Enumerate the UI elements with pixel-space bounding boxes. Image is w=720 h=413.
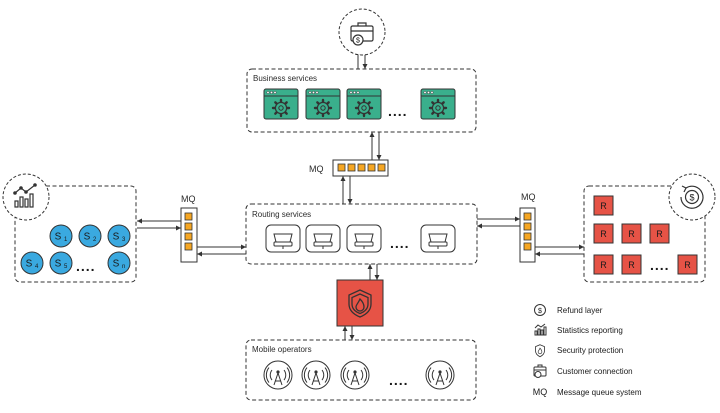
legend-icon-briefcase [533, 364, 547, 378]
router-node [346, 224, 382, 253]
left-message-queue: MQ [180, 194, 198, 263]
svg-text:$: $ [689, 193, 694, 203]
top-message-queue: MQ [309, 159, 389, 177]
statistics-node-subscript: 3 [122, 237, 126, 243]
refund-icon: $ [680, 185, 704, 209]
routing-services-group: Routing services .... [245, 203, 478, 265]
legend-icon-refund: $ [534, 304, 546, 316]
statistics-node-label: S [113, 232, 120, 243]
refund-node-label: R [600, 260, 607, 270]
refund-node-label: R [600, 229, 607, 239]
refund-node: R [621, 254, 642, 275]
statistics-node-subscript: 2 [93, 237, 97, 243]
router-node [265, 224, 301, 253]
statistics-node-label: S [113, 259, 120, 270]
router-node [305, 224, 341, 253]
business-service-window [263, 88, 299, 120]
business-ellipsis: .... [388, 103, 408, 119]
right-mq-label: MQ [521, 192, 536, 202]
connectors [137, 50, 584, 340]
refund-node-label: R [600, 201, 607, 211]
firewall-shield-icon [348, 289, 372, 318]
gear-icon [354, 98, 374, 118]
business-service-window [420, 88, 456, 120]
routing-ellipsis: .... [390, 235, 410, 251]
refund-node: R [677, 254, 698, 275]
tower-icon [425, 360, 455, 390]
legend-label: Security protection [557, 346, 623, 355]
gear-icon [428, 98, 448, 118]
gear-icon [313, 98, 333, 118]
refund-node: R [593, 195, 614, 216]
statistics-node-label: S [55, 232, 62, 243]
statistics-node-subscript: 1 [64, 237, 68, 243]
business-service-window [305, 88, 341, 120]
tower-icon [263, 360, 293, 390]
refund-node-label: R [628, 260, 635, 270]
mobile-operators-title: Mobile operators [252, 345, 312, 354]
customer-connection-node: $ [338, 8, 386, 56]
svg-text:$: $ [538, 308, 542, 315]
statistics-node-label: S [26, 259, 33, 270]
mobile-operators-group: Mobile operators .... [245, 339, 477, 401]
router-node [420, 224, 456, 253]
statistics-node-subscript: 5 [64, 264, 68, 270]
legend-icon-mq: MQ [533, 387, 548, 397]
tower-icon [301, 360, 331, 390]
statistics-node-subscript: 4 [35, 264, 39, 270]
refund-node-label: R [684, 260, 691, 270]
svg-text:$: $ [356, 38, 360, 45]
refund-node: R [593, 254, 614, 275]
legend-icon-statistics [534, 323, 547, 336]
legend-icon-shield [535, 344, 545, 358]
briefcase-icon: $ [350, 22, 374, 46]
right-message-queue: MQ [519, 192, 536, 263]
gear-icon [271, 98, 291, 118]
refund-node: R [621, 223, 642, 244]
legend-label: Statistics reporting [557, 326, 623, 335]
refund-node-label: R [656, 229, 663, 239]
tower-icon [340, 360, 370, 390]
routing-services-title: Routing services [252, 210, 311, 219]
legend-label: Customer connection [557, 367, 633, 376]
refund-ellipsis: .... [650, 257, 670, 273]
top-mq-label: MQ [309, 164, 324, 174]
legend-label: Refund layer [557, 306, 603, 315]
statistics-node-label: S [84, 232, 91, 243]
refund-node: R [593, 223, 614, 244]
refund-node-label: R [628, 229, 635, 239]
business-services-group: Business services .... [246, 68, 477, 133]
statistics-node-subscript: n [122, 264, 125, 270]
mobile-ellipsis: .... [389, 372, 409, 388]
left-mq-label: MQ [181, 194, 196, 204]
statistics-icon [13, 183, 37, 208]
statistics-ellipsis: .... [76, 258, 96, 274]
firewall-node [336, 279, 384, 327]
refund-node: R [649, 223, 670, 244]
legend-label: Message queue system [557, 388, 642, 397]
statistics-node-label: S [55, 259, 62, 270]
refund-group: $ R R R R R R R .... [583, 173, 716, 283]
business-services-title: Business services [253, 74, 317, 83]
business-service-window [346, 88, 382, 120]
